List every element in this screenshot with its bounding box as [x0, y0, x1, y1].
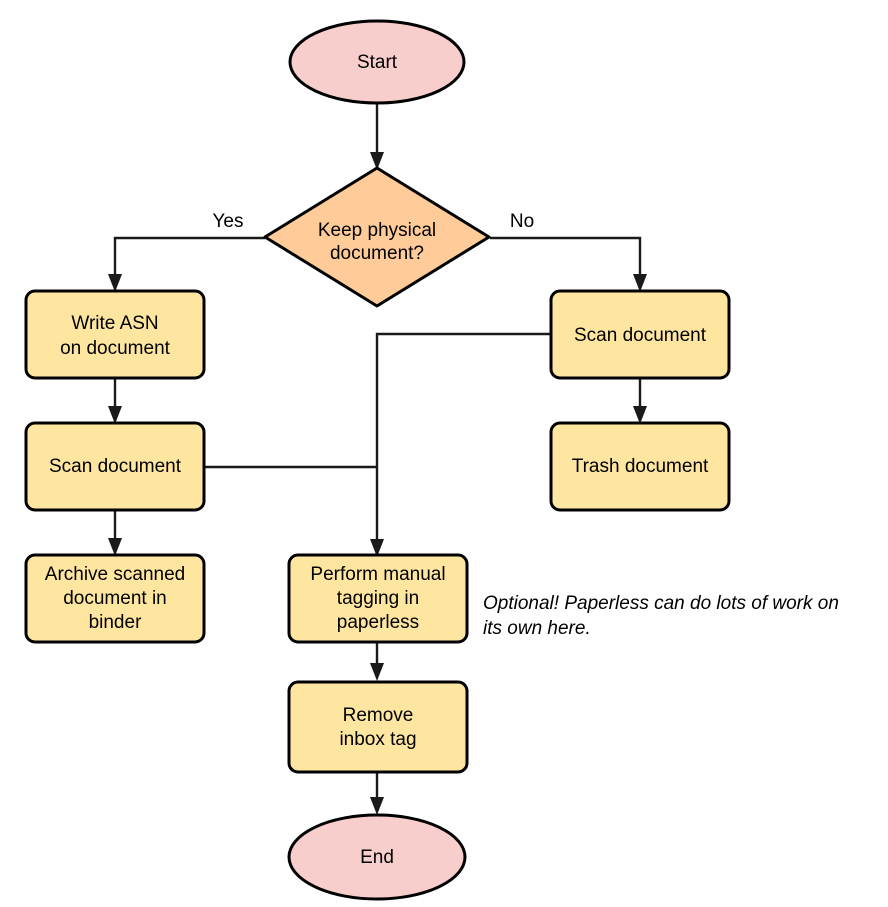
node-remove-inbox-tag[interactable]: Remove inbox tag [287, 680, 469, 774]
annotation-line-1: Optional! Paperless can do lots of work … [483, 593, 839, 614]
edge-label-no: No [510, 211, 534, 232]
node-tagging-label-line2: tagging in [337, 588, 419, 609]
node-scan-left-shape [24, 421, 206, 512]
edge-write-asn-to-scan-left [108, 378, 122, 424]
node-archive-shape [24, 553, 206, 644]
annotation-line-2: its own here. [483, 618, 591, 639]
node-write-asn-shape [24, 289, 206, 380]
node-scan-left-label: Scan document [49, 456, 182, 477]
node-scan-right-label: Scan document [574, 325, 707, 346]
node-end-label: End [360, 847, 394, 868]
edge-scan-right-to-trash [633, 378, 647, 424]
node-start[interactable]: Start [288, 19, 466, 105]
node-scan-document-right[interactable]: Scan document [549, 289, 731, 380]
node-trash-label: Trash document [572, 456, 709, 477]
node-decision-label-line1: Keep physical [318, 220, 436, 241]
node-trash-document[interactable]: Trash document [549, 421, 731, 512]
edge-label-yes: Yes [213, 211, 244, 232]
node-tagging-shape [287, 553, 469, 644]
node-remove-inbox-shape [287, 680, 469, 774]
node-scan-right-shape [549, 289, 731, 380]
edge-decision-yes-to-write-asn [108, 236, 265, 292]
node-start-label: Start [357, 52, 398, 73]
node-decision-shape [263, 166, 491, 308]
node-keep-physical-document-decision[interactable]: Keep physical document? [263, 166, 491, 308]
node-tagging-label-line1: Perform manual [310, 564, 445, 585]
node-tagging-label-line3: paperless [337, 612, 419, 633]
edge-scan-right-to-tagging [370, 332, 552, 557]
node-perform-manual-tagging[interactable]: Perform manual tagging in paperless [287, 553, 469, 644]
node-archive-label-line3: binder [89, 612, 142, 633]
edge-decision-no-to-scan-right [490, 236, 647, 292]
node-remove-inbox-label-line1: Remove [343, 705, 414, 726]
node-start-shape [288, 19, 466, 105]
node-archive-scanned-document[interactable]: Archive scanned document in binder [24, 553, 206, 644]
node-remove-inbox-label-line2: inbox tag [339, 729, 416, 750]
node-write-asn-label-line1: Write ASN [71, 313, 158, 334]
edge-scan-left-to-archive [108, 510, 122, 556]
node-end[interactable]: End [287, 813, 467, 901]
node-decision-label-line2: document? [330, 243, 424, 264]
node-write-asn-label-line2: on document [60, 338, 171, 359]
node-write-asn-on-document[interactable]: Write ASN on document [24, 289, 206, 380]
node-archive-label-line1: Archive scanned [45, 564, 185, 585]
edge-start-to-decision [370, 104, 384, 170]
node-archive-label-line2: document in [63, 588, 167, 609]
node-scan-document-left[interactable]: Scan document [24, 421, 206, 512]
edge-tagging-to-remove-inbox [370, 642, 384, 681]
node-end-shape [287, 813, 467, 901]
node-trash-shape [549, 421, 731, 512]
annotation-optional-note: Optional! Paperless can do lots of work … [483, 593, 839, 639]
edge-remove-inbox-to-end [370, 772, 384, 815]
